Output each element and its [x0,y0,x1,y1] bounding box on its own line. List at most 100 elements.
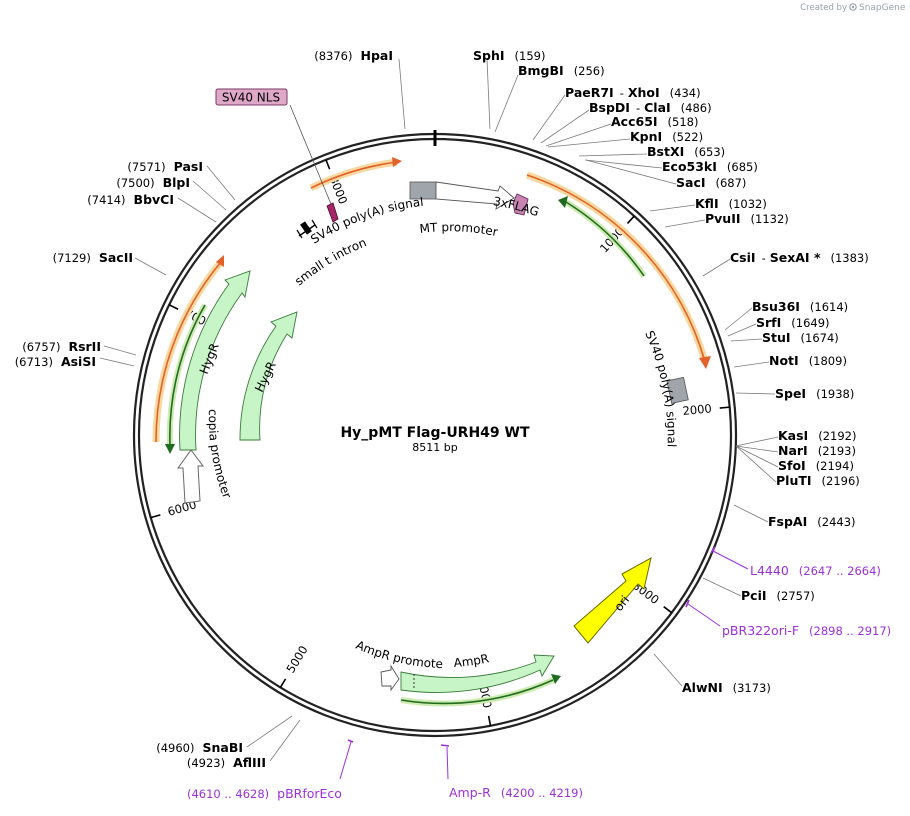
primer-marks [347,546,716,747]
site-leader [735,445,777,483]
site-leader [584,159,663,169]
site-bsu36i: Bsu36I(1614) [752,299,848,314]
scale-tick-mark [626,215,635,224]
scale-tick-mark [325,159,331,170]
site-paer7i: PaeR7I-XhoI(434) [565,85,701,100]
scale-tick-mark [719,406,730,409]
site-leader-lines [99,58,779,762]
flag-tag-arrow [512,193,529,216]
site-leader [206,165,236,201]
site-acc65i: Acc65I(518) [611,114,698,129]
site-srfi: SrfI(1649) [756,315,830,330]
sv40-polya-right-label: SV40 poly(A) signal [642,329,678,448]
site-noti: NotI(1809) [769,353,847,368]
site-stui: StuI(1674) [762,330,839,345]
site-kpni: KpnI(522) [630,129,703,144]
site-leader [134,257,167,276]
site-leader [702,258,731,277]
site-leader [99,357,135,367]
site-bspdi: BspDI-ClaI(486) [589,100,712,115]
site-csii: CsiI-SexAI *(1383) [730,250,869,265]
plasmid-name: Hy_pMT Flag-URH49 WT [340,425,530,441]
ampr-promoter-arrow [380,664,400,692]
site-pvuii: PvuII(1132) [705,211,789,226]
site-eco53ki: Eco53kI(685) [662,159,758,174]
primer-labels: L4440(2647 .. 2664) pBR322ori-F(2898 .. 2… [187,563,891,801]
site-asisi: (6713)AsiSI [15,354,96,369]
copia-promoter-label: copia promoter [206,409,234,500]
small-t-intron-label: small t intron [292,235,368,288]
site-leader [269,719,301,762]
site-pasi: (7571)PasI [127,159,203,174]
orf-left-green [165,303,208,454]
primer-pbrforeco: (4610 .. 4628)pBRforEco [187,786,342,801]
site-kasi: KasI(2192) [778,428,856,443]
mt-promoter-arrow [409,181,515,210]
sv40-nls-marker [326,202,339,223]
site-sfoi: SfoI(2194) [778,458,854,473]
site-rsrii: (6757)RsrII [22,339,101,354]
site-kfli: KflI(1032) [695,196,767,211]
primer-amp-r: Amp-R(4200 .. 4219) [449,785,583,800]
site-hpai: (8376)HpaI [314,48,393,63]
ampr-arrow [400,654,555,693]
scale-tick-label: 5000 [283,643,310,675]
site-leader [177,197,217,223]
orf-right-green [558,196,647,278]
scale-tick-label: 2000 [682,401,712,418]
site-labels: (8376)HpaI SphI(159)BmgBI(256) PaeR7I-XhoI… [15,48,869,770]
site-leader [578,153,648,157]
site-leader [649,204,696,212]
site-leader [540,109,590,144]
site-leader [702,577,742,597]
site-fspai: FspAI(2443) [768,514,856,529]
ampr-label: AmpR [453,651,490,670]
site-leader [724,307,753,331]
site-pluti: PluTI(2196) [776,473,860,488]
site-leader [653,653,683,687]
site-alwni: AlwNI(3173) [682,680,771,695]
sv40-polya-top-label: SV40 poly(A) signal [308,195,424,247]
site-sphi: SphI(159) [473,48,545,63]
mt-promoter-label: MT promoter [419,220,499,239]
small-t-intron-marker [296,219,318,239]
site-nari: NarI(2193) [778,443,856,458]
created-by-text: Created by [800,3,847,13]
site-saci: SacI(687) [676,175,746,190]
site-bmgbi: BmgBI(256) [518,63,605,78]
primer-pbr322ori-f: pBR322ori-F(2898 .. 2917) [722,623,891,638]
site-leader [398,58,406,130]
site-leader [532,94,566,141]
site-leader [730,338,763,342]
site-leader [735,436,779,447]
site-afliii: (4923)AflIII [187,755,266,770]
sv40-nls-label: SV40 NLS [222,91,280,105]
orf-left [152,255,224,443]
site-bstxi: BstXI(653) [647,144,725,159]
scale-tick-mark [663,606,673,614]
hygr-inner-arrow [239,311,298,441]
site-leader [192,180,227,211]
orf-bottom-green [400,674,561,707]
site-spei: SpeI(1938) [775,386,854,401]
site-blpi: (7500)BlpI [116,175,190,190]
site-leader [246,715,293,748]
primer-l4440: L4440(2647 .. 2664) [750,563,881,578]
site-leader [735,445,779,468]
site-sacii: (7129)SacII [53,250,133,265]
site-bbvci: (7414)BbvCI [87,192,174,207]
sv40-nls-label-box: SV40 NLS [215,88,332,205]
site-leader [735,392,776,395]
site-leader [585,159,677,185]
site-leader [735,445,779,453]
site-leader [545,123,612,147]
site-snabi: (4960)SnaBI [156,740,243,755]
site-leader [664,219,706,228]
site-leader [733,504,769,523]
site-leader [494,74,519,133]
scale-tick-mark [487,715,492,726]
orf-top [309,157,402,192]
site-pcii: PciI(2757) [741,588,815,603]
